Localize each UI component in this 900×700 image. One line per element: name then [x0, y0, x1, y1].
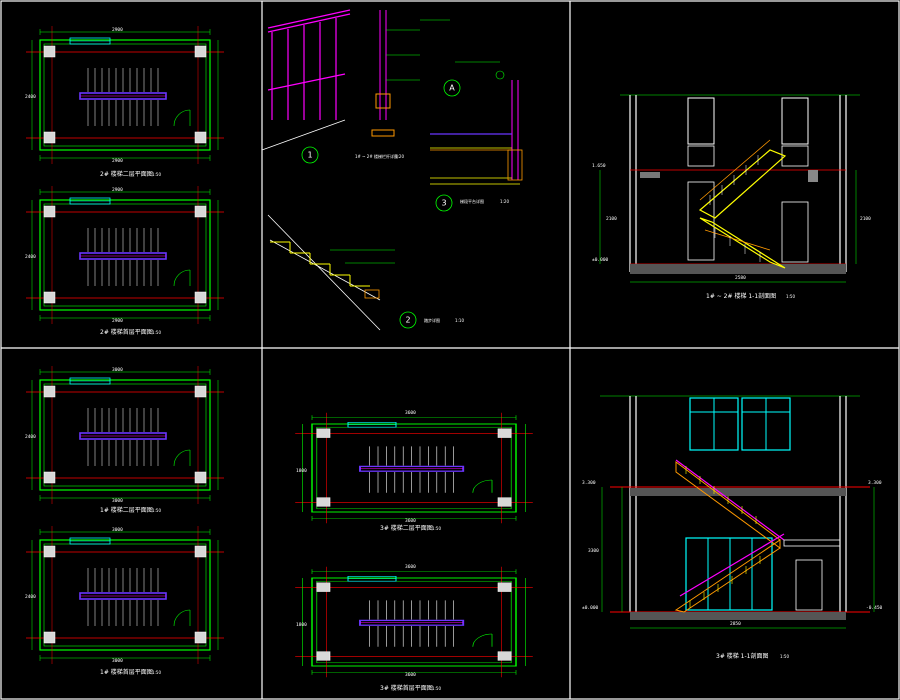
elev-upper: 3.300: [582, 480, 596, 486]
caption-detail-2: 踏步详图: [424, 317, 440, 323]
dim-height: 2100: [606, 216, 617, 222]
plan-2f-top: 2900 2900 2400 2# 楼梯二层平面图 1:50: [25, 25, 225, 178]
elev-ground: ±0.000: [582, 605, 599, 611]
caption-plan-1f-a: 1# 楼梯二层平面图: [100, 506, 153, 514]
dim-height: 1800: [296, 622, 307, 628]
dim-height: 2400: [25, 594, 36, 600]
caption-plan-3f-a: 3# 楼梯二层平面图: [380, 524, 433, 532]
plan-1f-a: 3000 3000 2400 1# 楼梯二层平面图 1:50: [25, 365, 225, 514]
caption-section-top: 1# ~ 2# 楼梯 1-1剖面图: [706, 292, 776, 300]
dim-width: 2900: [112, 187, 123, 193]
caption-plan-2f-top: 2# 楼梯二层平面图: [100, 170, 153, 178]
plan-2f-mid: 2900 2900 2400 2# 楼梯首层平面图 1:50: [25, 185, 225, 336]
scale-plan-2f-top: 1:50: [152, 172, 161, 177]
scale-detail-2: 1:10: [455, 318, 464, 323]
dim-width-bottom: 2900: [112, 158, 123, 164]
detail-bubble-3: 3: [441, 199, 446, 208]
scale-plan-2f-mid: 1:50: [152, 330, 161, 335]
dim-width: 3000: [112, 527, 123, 533]
dim-width: 3600: [405, 564, 416, 570]
dim-width: 2850: [730, 621, 741, 627]
dim-height: 2400: [25, 94, 36, 100]
dim-width-bottom: 3000: [112, 498, 123, 504]
caption-section-bottom: 3# 楼梯 1-1剖面图: [716, 652, 768, 660]
scale-section-top: 1:50: [786, 294, 795, 299]
elev-mid: 1.650: [592, 163, 606, 169]
dim-width: 2580: [735, 275, 746, 281]
elev-right-ground: -0.450: [866, 605, 883, 611]
scale-detail-3: 1:20: [500, 199, 509, 204]
detail-step: 2 踏步详图 1:10: [267, 214, 464, 331]
dim-width-bottom: 3600: [405, 518, 416, 524]
caption-plan-3f-b: 3# 楼梯首层平面图: [380, 684, 433, 692]
dim-height: 1800: [296, 468, 307, 474]
dim-width-bottom: 3600: [405, 672, 416, 678]
caption-detail-1: 1# ~ 2# 楼梯栏杆详图: [355, 153, 398, 159]
section-top: 1.650 ±0.000 2100 2100 2580 1# ~ 2# 楼梯 1…: [592, 94, 871, 300]
dim-width: 3000: [112, 367, 123, 373]
plan-1f-b: 3000 3000 2400 1# 楼梯首层平面图 1:50: [25, 525, 225, 676]
dim-width: 3600: [405, 410, 416, 416]
scale-plan-3f-b: 1:50: [432, 686, 441, 691]
dim-width: 2900: [112, 27, 123, 33]
scale-detail-1: 1:20: [395, 154, 404, 159]
dim-height: 2400: [25, 254, 36, 260]
detail-landing: A 3 梯段平台详图 1:20: [430, 61, 523, 212]
elev-ground: ±0.000: [592, 257, 609, 263]
dim-width-bottom: 2900: [112, 318, 123, 324]
dim-width-bottom: 3000: [112, 658, 123, 664]
dim-height: 2400: [25, 434, 36, 440]
detail-bubble-A: A: [449, 84, 455, 93]
elev-right-upper: 3.300: [868, 480, 882, 486]
plan-3f-b: 3600 3600 1800 3# 楼梯首层平面图 1:50: [294, 564, 534, 692]
scale-plan-1f-a: 1:50: [152, 508, 161, 513]
section-bottom: 3.300 ±0.000 3.300 -0.450 3300 2850 3# 楼…: [582, 395, 883, 660]
dim-height: 3300: [588, 548, 599, 554]
detail-railing: 1 1# ~ 2# 楼梯栏杆详图 1:20: [261, 9, 450, 164]
scale-plan-1f-b: 1:50: [152, 670, 161, 675]
scale-section-bottom: 1:50: [780, 654, 789, 659]
detail-bubble-2: 2: [405, 316, 410, 325]
caption-plan-2f-mid: 2# 楼梯首层平面图: [100, 328, 153, 336]
scale-plan-3f-a: 1:50: [432, 526, 441, 531]
plan-3f-a: 3600 3600 1800 3# 楼梯二层平面图 1:50: [294, 410, 534, 532]
dim-height-right: 2100: [860, 216, 871, 222]
detail-bubble-1: 1: [307, 151, 312, 160]
caption-plan-1f-b: 1# 楼梯首层平面图: [100, 668, 153, 676]
caption-detail-3: 梯段平台详图: [460, 198, 484, 204]
